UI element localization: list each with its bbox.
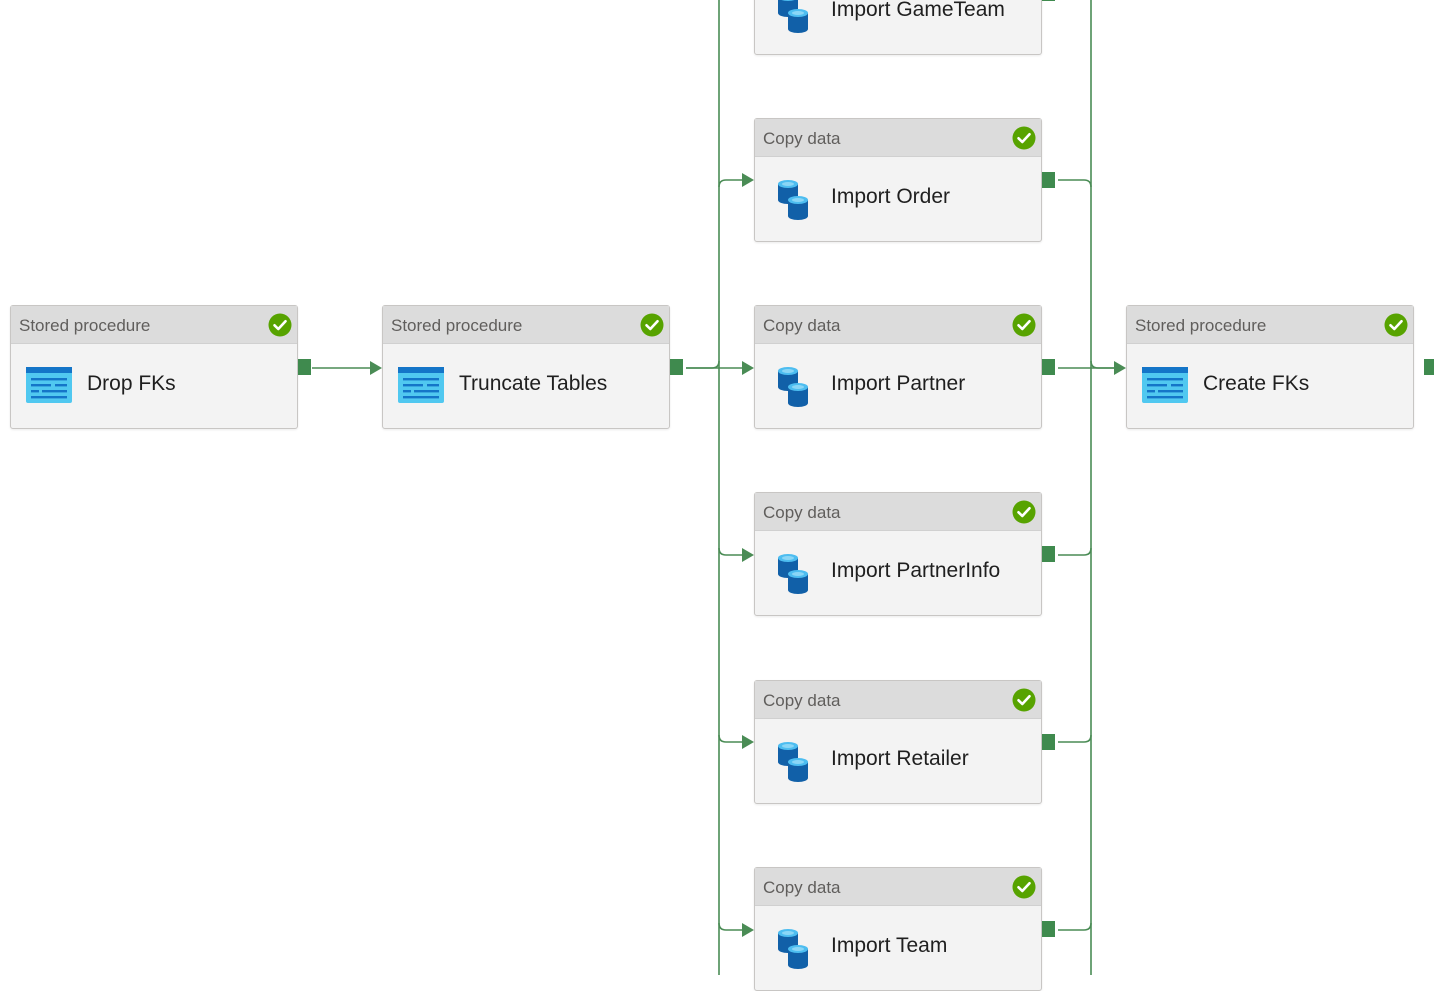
output-port[interactable]: [1042, 172, 1055, 188]
connector-arrow: [742, 735, 754, 749]
activity-name: Import PartnerInfo: [831, 559, 1001, 582]
connector-fanin-branch: [1058, 179, 1092, 188]
activity-name: Import Team: [831, 934, 948, 957]
activity-header: Copy data: [755, 306, 1041, 344]
activity-import-order[interactable]: Copy data Import Order: [754, 118, 1055, 242]
success-check-icon: [1012, 313, 1036, 337]
connector-fanin-branch: [1058, 734, 1092, 743]
stored-procedure-icon: [25, 365, 73, 409]
activity-drop-fks[interactable]: Stored procedure Drop FKs: [10, 305, 311, 429]
connector-arrow: [742, 548, 754, 562]
connector-arrow: [742, 361, 754, 375]
output-port[interactable]: [1042, 734, 1055, 750]
activity-name: Import Retailer: [831, 747, 969, 770]
activity-type-label: Copy data: [763, 503, 841, 522]
activity-type-label: Copy data: [763, 878, 841, 897]
connector-fanin-branch: [1058, 547, 1092, 556]
activity-import-retailer[interactable]: Copy data Import Retailer: [754, 680, 1055, 804]
output-port[interactable]: [298, 359, 311, 375]
stored-procedure-icon: [1141, 365, 1189, 409]
activity-name: Create FKs: [1203, 372, 1310, 395]
activity-truncate-tables[interactable]: Stored procedure Truncate Tables: [382, 305, 683, 429]
connector-fanin-join: [1090, 360, 1114, 369]
connector-arrow: [370, 361, 382, 375]
activity-name: Truncate Tables: [459, 372, 608, 395]
copy-data-icon: [769, 365, 817, 409]
activity-name: Drop FKs: [87, 372, 176, 395]
activity-type-label: Stored procedure: [19, 316, 151, 335]
activity-type-label: Copy data: [763, 129, 841, 148]
activity-create-fks[interactable]: Stored procedure Create FKs: [1126, 305, 1434, 429]
activity-type-label: Stored procedure: [1135, 316, 1267, 335]
activity-type-label: Copy data: [763, 316, 841, 335]
activity-header: Stored procedure: [383, 306, 669, 344]
copy-data-icon: [769, 927, 817, 971]
activity-type-label: Copy data: [763, 691, 841, 710]
activity-body: Import Retailer: [755, 719, 1041, 803]
output-port[interactable]: [670, 359, 683, 375]
connector-fanout-branch: [718, 922, 742, 931]
success-check-icon: [640, 313, 664, 337]
activity-import-partnerinfo[interactable]: Copy data Import PartnerInfo: [754, 492, 1055, 616]
copy-data-icon: [769, 0, 817, 35]
output-port[interactable]: [1042, 546, 1055, 562]
activity-import-team[interactable]: Copy data Import Team: [754, 867, 1055, 991]
connector-arrow: [742, 923, 754, 937]
output-port[interactable]: [1042, 0, 1055, 1]
success-check-icon: [1012, 126, 1036, 150]
activity-body: Create FKs: [1127, 344, 1413, 428]
activity-body: Drop FKs: [11, 344, 297, 428]
success-check-icon: [1012, 688, 1036, 712]
activity-import-partner[interactable]: Copy data Import Partner: [754, 305, 1055, 429]
activity-type-label: Stored procedure: [391, 316, 523, 335]
connector-fanout-branch: [718, 734, 742, 743]
output-port[interactable]: [1042, 921, 1055, 937]
success-check-icon: [268, 313, 292, 337]
activity-header: Copy data: [755, 119, 1041, 157]
output-port[interactable]: [1042, 359, 1055, 375]
connector-fanin-branch: [1058, 922, 1092, 931]
activity-header: Copy data: [755, 493, 1041, 531]
activity-header: Stored procedure: [11, 306, 297, 344]
activity-body: Import Order: [755, 157, 1041, 241]
connector-truncate-fanout: [686, 360, 720, 369]
success-check-icon: [1012, 500, 1036, 524]
activity-body: Import PartnerInfo: [755, 531, 1041, 615]
success-check-icon: [1384, 313, 1408, 337]
activity-body: Import Team: [755, 906, 1041, 990]
activity-name: Import Partner: [831, 372, 966, 395]
copy-data-icon: [769, 740, 817, 784]
output-port[interactable]: [1424, 359, 1434, 375]
copy-data-icon: [769, 552, 817, 596]
connector-fanout-branch: [718, 179, 742, 188]
copy-data-icon: [769, 178, 817, 222]
connector-fanout-branch: [718, 547, 742, 556]
activity-body: Import Partner: [755, 344, 1041, 428]
activity-header: Stored procedure: [1127, 306, 1413, 344]
activity-name: Import GameTeam: [831, 0, 1005, 21]
connector-arrow: [1114, 361, 1126, 375]
stored-procedure-icon: [397, 365, 445, 409]
activity-import-gameteam[interactable]: Copy data Import GameTeam: [754, 0, 1055, 55]
activity-header: Copy data: [755, 868, 1041, 906]
activity-body: Import GameTeam: [755, 0, 1041, 54]
activity-header: Copy data: [755, 681, 1041, 719]
activity-body: Truncate Tables: [383, 344, 669, 428]
connector-arrow: [742, 173, 754, 187]
success-check-icon: [1012, 875, 1036, 899]
activity-name: Import Order: [831, 185, 951, 208]
